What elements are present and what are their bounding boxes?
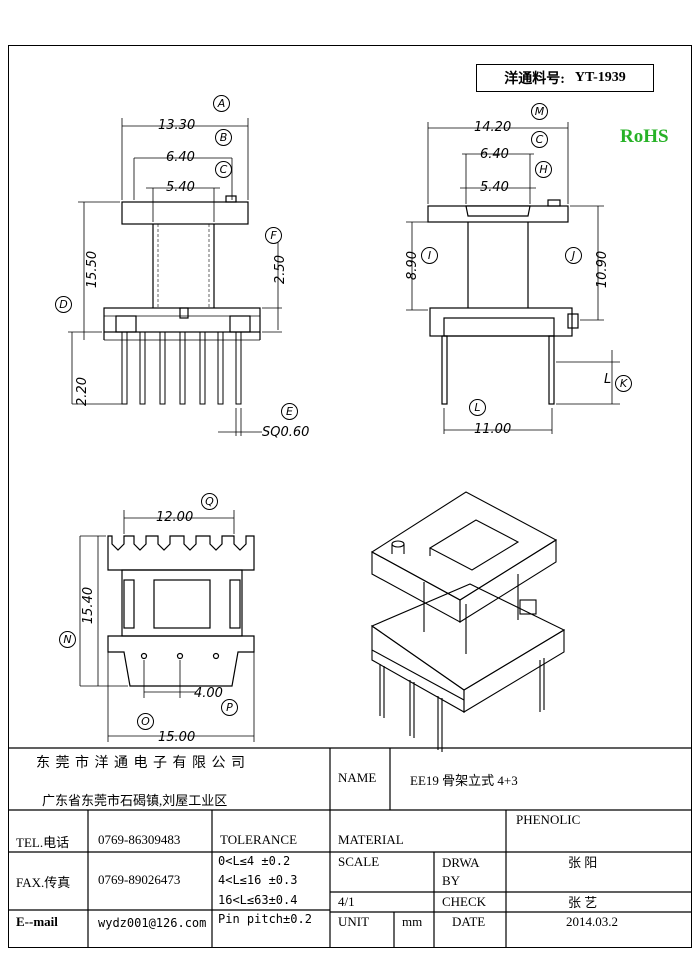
scale-value: 4/1 [338, 894, 355, 909]
side-view [406, 122, 620, 434]
scale-label: SCALE [338, 854, 380, 869]
dim-12-00: 12.00 [156, 510, 194, 525]
dim-2-50: 2.50 [272, 255, 288, 284]
tolerance-label: TOLERANCE [220, 832, 298, 847]
dim-8-90: 8.90 [404, 251, 420, 280]
ref-label-p: P [221, 699, 238, 716]
ref-label-j: J [565, 247, 582, 264]
ref-label-i: I [421, 247, 438, 264]
tel-value: 0769-86309483 [98, 832, 181, 847]
dim-2-20: 2.20 [74, 377, 90, 406]
date-label: DATE [452, 914, 486, 929]
email-value: wydz001@126.com [98, 916, 207, 930]
ref-label-o: O [137, 713, 154, 730]
material-label: MATERIAL [338, 832, 404, 847]
dim-14-20: 14.20 [474, 120, 512, 135]
tel-label: TEL.电话 [16, 835, 70, 850]
part-number-box: 洋通料号: YT-1939 [476, 64, 654, 92]
tolerance-row-3: 16<L≤63±0.4 [218, 893, 298, 907]
ref-label-n: N [59, 631, 76, 648]
ref-label-h: H [535, 161, 552, 178]
fax-value: 0769-89026473 [98, 872, 181, 887]
ref-label-k: K [615, 375, 632, 392]
dim-5-40: 5.40 [166, 180, 195, 195]
dim-11-00: 11.00 [474, 422, 512, 437]
ref-label-q: Q [201, 493, 218, 510]
ref-label-b: B [215, 129, 232, 146]
company-address: 广东省东莞市石碣镇,刘屋工业区 [42, 793, 228, 808]
rohs-mark: RoHS [620, 126, 669, 147]
ref-label-a: A [213, 95, 230, 112]
dim-10-90: 10.90 [595, 250, 611, 289]
name-label: NAME [338, 770, 377, 785]
tolerance-row-4: Pin pitch±0.2 [218, 912, 312, 926]
date-value: 2014.03.2 [566, 914, 618, 929]
title-block-grid [8, 747, 692, 948]
dim-15-50: 15.50 [85, 250, 101, 289]
dim-l: L [604, 372, 612, 387]
ref-label-e: E [281, 403, 298, 420]
unit-value: mm [402, 914, 423, 929]
drawn-value: 张 阳 [568, 855, 598, 870]
part-number-value: YT-1939 [574, 70, 626, 85]
isometric-view [370, 491, 566, 752]
front-view [68, 118, 282, 436]
fax-label: FAX.传真 [16, 875, 71, 890]
tolerance-row-2: 4<L≤16 ±0.3 [218, 873, 298, 887]
ref-label-f: F [265, 227, 282, 244]
ref-label-d: D [55, 296, 72, 313]
ref-label-m: M [531, 103, 548, 120]
unit-label: UNIT [338, 914, 370, 929]
check-label: CHECK [442, 894, 487, 909]
dim-sq0-60: SQ0.60 [262, 425, 310, 440]
drawn-label: DRWA BY [442, 855, 479, 888]
tolerance-row-1: 0<L≤4 ±0.2 [218, 854, 291, 868]
bottom-view [79, 510, 255, 742]
dim-6-40: 6.40 [166, 150, 195, 165]
dim-15-40: 15.40 [81, 586, 97, 625]
dim-13-30: 13.30 [158, 118, 196, 133]
ref-label-c: C [531, 131, 548, 148]
part-number-label: 洋通料号: [504, 72, 565, 87]
ref-label-l: L [469, 399, 486, 416]
check-value: 张 艺 [568, 895, 598, 910]
dim-4-00: 4.00 [194, 686, 223, 701]
dim-6-40-side: 6.40 [480, 147, 509, 162]
company-name: 东 莞 市 洋 通 电 子 有 限 公 司 [36, 756, 246, 771]
name-value: EE19 骨架立式 4+3 [410, 773, 518, 788]
dim-5-40-side: 5.40 [480, 180, 509, 195]
email-label: E--mail [16, 914, 58, 929]
material-value: PHENOLIC [516, 812, 581, 827]
drawing-frame [8, 45, 692, 948]
dim-15-00: 15.00 [158, 730, 196, 745]
ref-label-c: C [215, 161, 232, 178]
